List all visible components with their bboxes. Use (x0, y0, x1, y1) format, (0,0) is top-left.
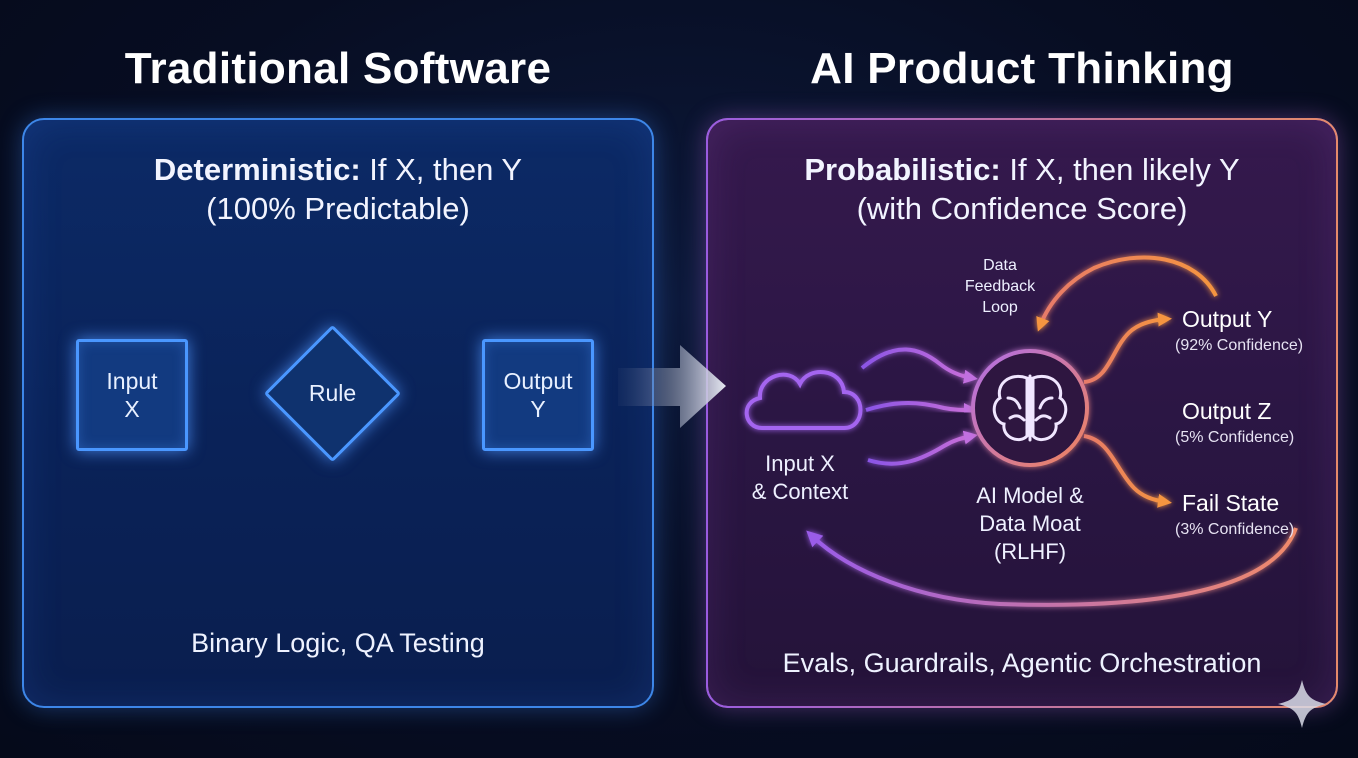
left-headline-bold: Deterministic: (153, 152, 361, 187)
output-z-confidence: (5% Confidence) (1175, 429, 1295, 446)
right-footer: Evals, Guardrails, Agentic Orchestration (782, 648, 1262, 678)
ai-model-label: AI Model & Data Moat (RLHF) (950, 482, 1110, 566)
left-footer: Binary Logic, QA Testing (191, 628, 485, 658)
input-context-line1: Input X (765, 451, 835, 476)
output-y-line2: Y (530, 396, 546, 422)
input-context-label: Input X & Context (730, 450, 870, 506)
input-flow-arrow-bottom (867, 430, 978, 466)
right-headline-bold: Probabilistic: (804, 152, 1001, 187)
output-y-confidence: (92% Confidence) (1175, 337, 1304, 354)
arrow-to-output-y (1083, 312, 1172, 384)
left-headline-rest: If X, then Y (360, 152, 523, 187)
ai-model-line2: Data Moat (979, 511, 1081, 536)
right-headline: Probabilistic: If X, then likely Y (with… (708, 150, 1336, 228)
output-z-name: Output Z (1182, 398, 1272, 424)
brain-icon (992, 374, 1068, 442)
ai-model-line1: AI Model & (976, 483, 1084, 508)
left-title: Traditional Software (124, 44, 552, 93)
feedback-line1: Data (983, 257, 1017, 274)
right-headline-line2: (with Confidence Score) (856, 191, 1188, 226)
cloud-icon (744, 370, 863, 430)
rule-label: Rule (308, 380, 357, 406)
left-headline: Deterministic: If X, then Y (100% Predic… (24, 150, 652, 228)
feedback-loop-arrow (1036, 255, 1218, 332)
right-title: AI Product Thinking (810, 44, 1234, 93)
feedback-loop-label: Data Feedback Loop (940, 255, 1060, 318)
feedback-line2: Feedback (964, 278, 1036, 295)
input-x-line2: X (124, 396, 140, 422)
fail-state-confidence: (3% Confidence) (1175, 521, 1295, 538)
ai-model-line3: (RLHF) (993, 539, 1067, 564)
sparkle-icon (1278, 680, 1326, 728)
output-y-line1: Output (503, 368, 573, 394)
output-y-name: Output Y (1182, 306, 1273, 332)
input-flow-arrow-middle (865, 401, 978, 417)
fail-state-name: Fail State (1182, 490, 1280, 516)
input-context-line2: & Context (751, 479, 849, 504)
arrow-right-icon (618, 345, 726, 428)
return-loop-arrow (806, 527, 1298, 607)
feedback-line3: Loop (982, 299, 1018, 316)
input-x-line1: Input (106, 368, 158, 394)
arrow-to-fail-state (1083, 434, 1172, 508)
right-headline-rest: If X, then likely Y (1000, 152, 1240, 187)
left-headline-line2: (100% Predictable) (206, 191, 470, 226)
input-flow-arrow-top (860, 347, 978, 384)
